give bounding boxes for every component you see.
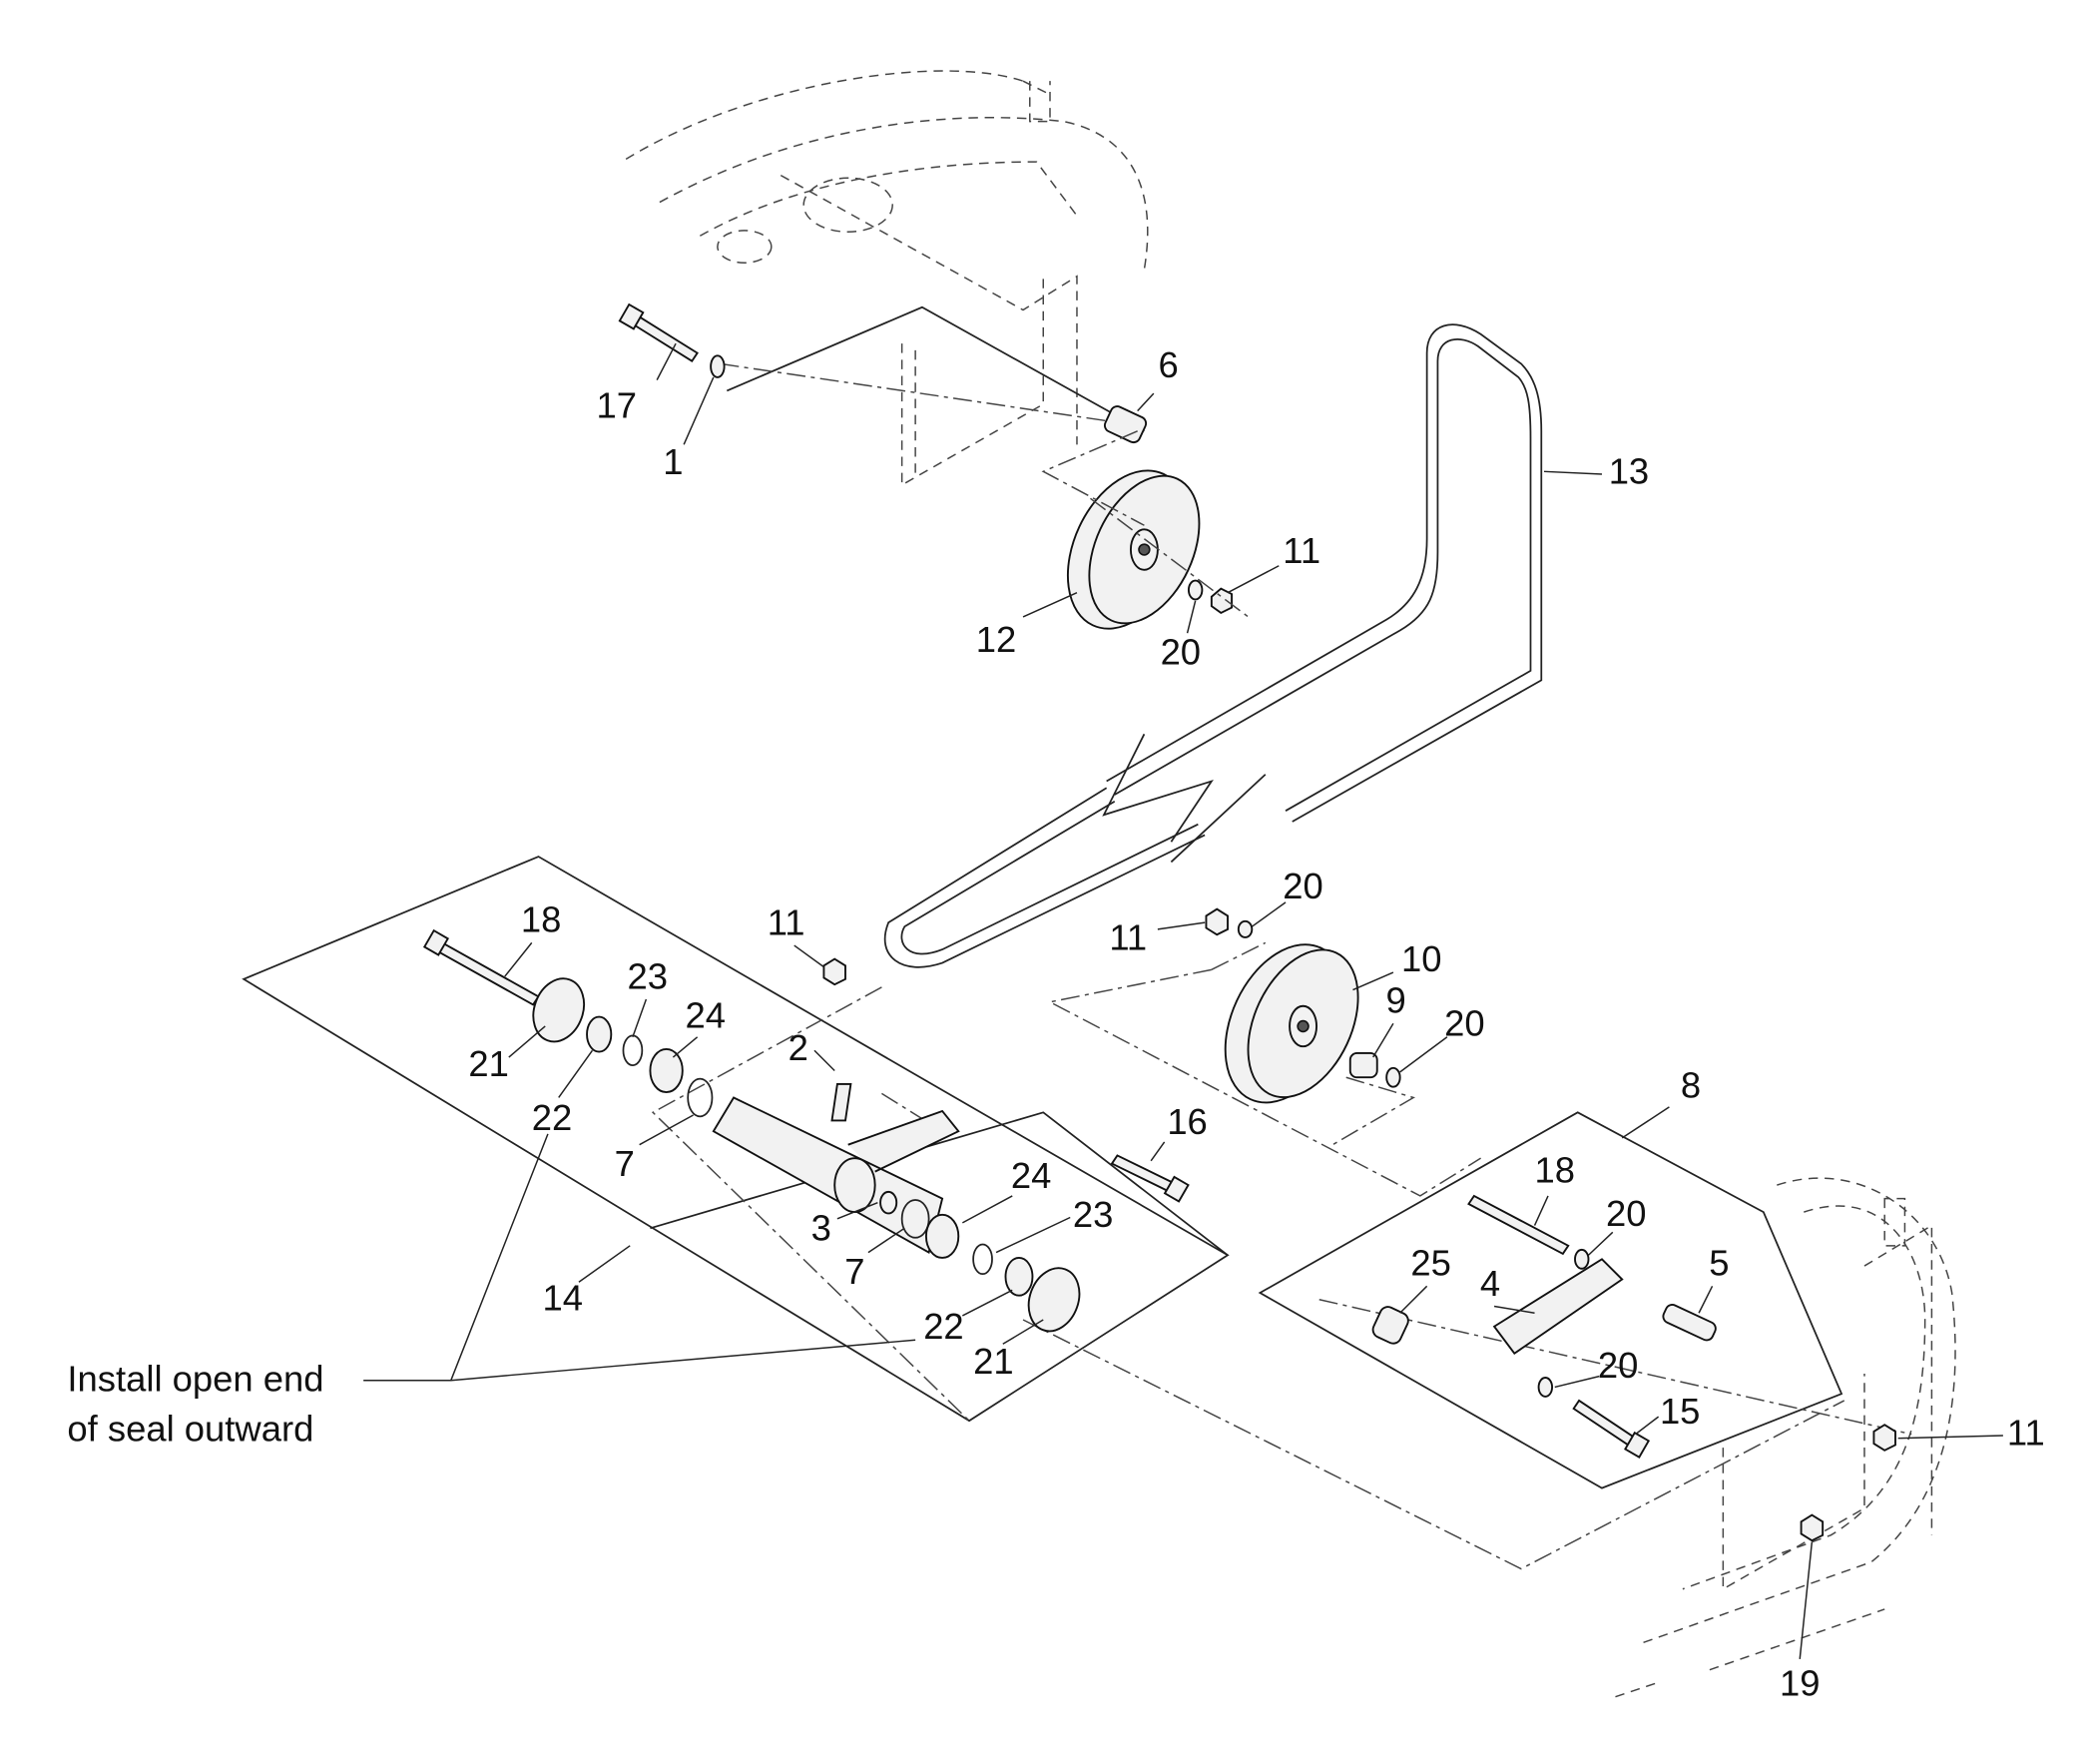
callout-15: 15: [1660, 1391, 1701, 1432]
bolt-15: [1572, 1399, 1651, 1459]
callout-13: 13: [1609, 451, 1650, 492]
callout-11: 11: [1109, 916, 1147, 957]
drive-belt-13: [883, 323, 1543, 968]
spacer-25: [1371, 1306, 1409, 1345]
callout-6: 6: [1159, 344, 1179, 385]
oring-7-right: [900, 1199, 930, 1239]
nut-11-arm: [822, 957, 846, 986]
pulley-12: [1066, 469, 1201, 630]
callout-8: 8: [1681, 1065, 1701, 1106]
leader-lines: [363, 342, 2003, 1659]
callout-20: 20: [1598, 1345, 1639, 1386]
seal-22-left: [586, 1015, 613, 1053]
callout-20: 20: [1444, 1003, 1485, 1044]
spacer-6: [1103, 405, 1148, 444]
seal-21-left: [532, 977, 586, 1043]
seal-21-right: [1027, 1267, 1081, 1333]
callout-12: 12: [976, 619, 1017, 660]
callout-7: 7: [844, 1251, 864, 1292]
callout-23: 23: [627, 955, 668, 996]
callout-16: 16: [1167, 1101, 1207, 1142]
bolt-16: [1110, 1154, 1190, 1203]
oring-7-left: [687, 1077, 714, 1118]
callout-1: 1: [663, 441, 683, 482]
grease-fitting-2: [830, 1083, 852, 1122]
callout-22: 22: [532, 1097, 573, 1138]
bearing-24-right: [924, 1213, 960, 1259]
callout-18: 18: [1535, 1150, 1576, 1191]
callout-9: 9: [1385, 980, 1405, 1021]
bolt-18-right: [1467, 1194, 1570, 1256]
ring-23-right: [972, 1243, 993, 1276]
spacer-5: [1662, 1304, 1717, 1342]
callout-11: 11: [768, 901, 805, 942]
callout-21: 21: [973, 1341, 1014, 1382]
callout-23: 23: [1073, 1194, 1114, 1235]
ring-23-left: [622, 1034, 644, 1066]
callout-19: 19: [1780, 1662, 1821, 1703]
callout-14: 14: [543, 1278, 584, 1319]
spring-4: [1492, 1258, 1624, 1356]
callout-24: 24: [1011, 1155, 1052, 1196]
spacer-9: [1348, 1052, 1378, 1079]
callout-5: 5: [1709, 1243, 1729, 1284]
washer-3: [879, 1190, 898, 1215]
washer-20-top: [1187, 579, 1204, 601]
callout-22: 22: [923, 1306, 963, 1347]
callouts: 17 1 6 13 11 12 20 18 11 20 11 10 23 24 …: [468, 344, 2044, 1703]
pulley-10: [1224, 943, 1359, 1104]
frame-upper-phantom: [625, 70, 1149, 487]
callout-24: 24: [685, 995, 726, 1036]
washer-1: [710, 354, 726, 378]
callout-18: 18: [521, 899, 562, 940]
callout-7: 7: [615, 1143, 635, 1184]
callout-3: 3: [811, 1208, 831, 1249]
callout-2: 2: [788, 1027, 808, 1068]
callout-21: 21: [468, 1043, 509, 1084]
callout-10: 10: [1401, 938, 1442, 979]
seal-note-line2: of seal outward: [67, 1409, 313, 1450]
seal-22-right: [1004, 1257, 1034, 1297]
nut-11-right: [1872, 1424, 1896, 1452]
callout-20: 20: [1606, 1193, 1647, 1234]
callout-17: 17: [596, 385, 637, 426]
bracket-plate-8: [1258, 1111, 1843, 1489]
bolt-18-left: [422, 928, 540, 1006]
bearing-24-left: [649, 1047, 684, 1094]
callout-4: 4: [1480, 1263, 1500, 1304]
idler-arm-plate-14: [242, 856, 1230, 1423]
frame-lower-phantom: [1615, 1177, 1956, 1698]
nut-11-lower: [1205, 907, 1229, 936]
washer-20-lower: [1385, 1066, 1401, 1088]
callout-25: 25: [1410, 1243, 1451, 1284]
callout-11: 11: [2007, 1413, 2045, 1454]
washer-20-spring-top: [1574, 1248, 1590, 1270]
callout-20: 20: [1283, 866, 1322, 906]
nut-11-top: [1210, 587, 1234, 615]
washer-20-spring-bottom: [1537, 1377, 1554, 1398]
seal-note-line1: Install open end: [67, 1359, 323, 1400]
bolt-17: [618, 302, 699, 363]
callout-11: 11: [1283, 530, 1320, 571]
nut-19: [1800, 1513, 1825, 1542]
callout-20: 20: [1161, 631, 1202, 672]
